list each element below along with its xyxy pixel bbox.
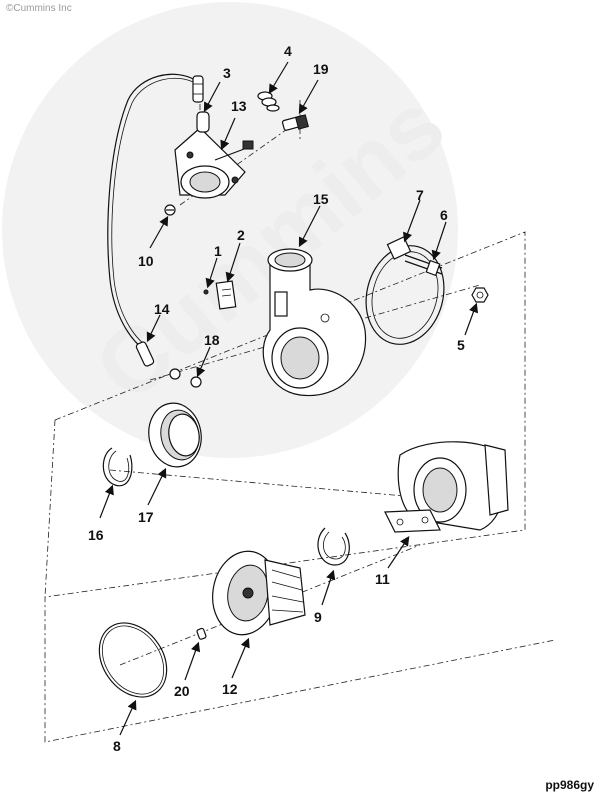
- compressor-seal-part-17: [148, 402, 202, 468]
- snap-ring-part-9: [317, 527, 350, 566]
- hose-fitting-part-14: [135, 341, 155, 367]
- drawing-reference-code: pp986gy: [545, 778, 594, 792]
- callout-15: 15: [313, 191, 329, 207]
- callout-12: 12: [222, 681, 238, 697]
- t-bolt-part-6: [404, 254, 443, 277]
- assembly-plane-outline: [44, 231, 556, 743]
- callout-18: 18: [204, 332, 220, 348]
- retaining-ring-part-16: [102, 447, 133, 487]
- callout-9: 9: [314, 609, 322, 625]
- callout-16: 16: [88, 527, 104, 543]
- callout-7: 7: [416, 187, 424, 203]
- plug-part-1: [203, 289, 209, 295]
- screw-part-10: [164, 204, 176, 216]
- leader-arrows: [99, 61, 479, 736]
- callout-labels: 3 13 4 19 10 1 2 15 7 6 5 14 18 16 17 11…: [88, 43, 465, 754]
- callout-1: 1: [214, 243, 222, 259]
- o-ring-part-8: [98, 622, 168, 698]
- compressor-housing-part-15: [262, 248, 367, 397]
- fitting-part-18: [169, 368, 202, 388]
- centerline-middle: [109, 469, 451, 501]
- callout-17: 17: [138, 509, 154, 525]
- callout-20: 20: [174, 683, 190, 699]
- callout-5: 5: [457, 337, 465, 353]
- callout-2: 2: [237, 227, 245, 243]
- turbine-housing-part-11: [384, 441, 509, 533]
- callout-8: 8: [113, 738, 121, 754]
- callout-3: 3: [223, 65, 231, 81]
- wastegate-actuator-part-13: [174, 111, 254, 199]
- cummins-watermark: Cummins: [2, 2, 463, 458]
- callout-19: 19: [313, 61, 329, 77]
- washer-part-4: [257, 91, 280, 112]
- cartridge-assembly-part-12: [212, 550, 306, 636]
- v-band-clamp-part-7: [365, 236, 445, 345]
- centerline-lower: [119, 544, 421, 666]
- callout-4: 4: [284, 43, 292, 59]
- hose-fitting-part-3: [192, 75, 204, 103]
- wastegate-hose: [107, 73, 196, 351]
- copyright-notice: ©Cummins Inc: [6, 3, 72, 14]
- callout-14: 14: [154, 301, 170, 317]
- nut-part-5: [471, 287, 489, 303]
- callout-6: 6: [440, 207, 448, 223]
- data-plate-part-2: [215, 280, 237, 310]
- connector-part-19: [281, 114, 309, 131]
- callout-10: 10: [138, 253, 154, 269]
- pin-part-20: [196, 627, 207, 640]
- callout-11: 11: [375, 571, 390, 587]
- callout-13: 13: [231, 98, 247, 114]
